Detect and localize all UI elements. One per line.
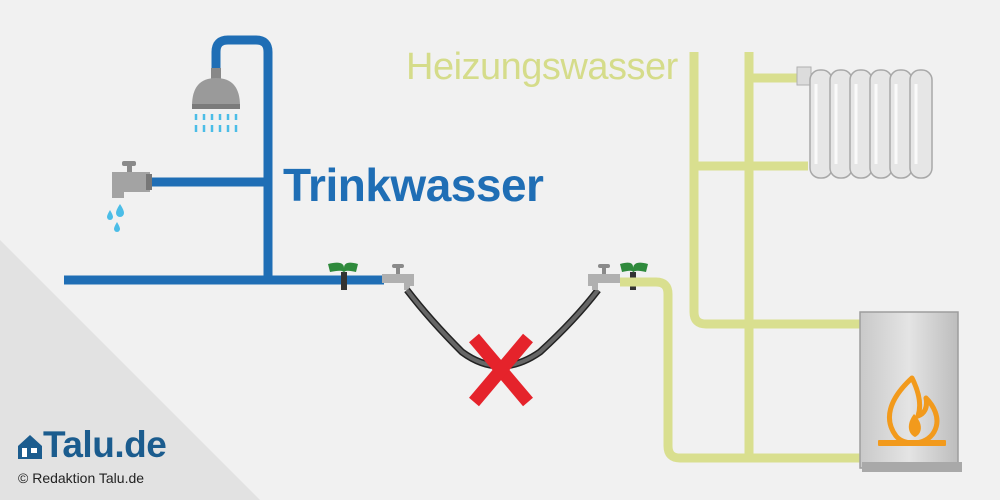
shower-riser-pipe: [211, 35, 273, 280]
heating-return-pipe: [689, 52, 862, 329]
drinking-tap-icon: [382, 264, 414, 290]
drinking-water-pipes: [64, 35, 384, 285]
drinking-water-label: Trinkwasser: [283, 159, 544, 211]
heating-feed-pipe: [620, 277, 862, 463]
house-logo-icon: [18, 435, 42, 459]
boiler-icon: [859, 311, 962, 472]
hose-outline: [404, 287, 601, 370]
flame-icon: [878, 375, 946, 446]
drinking-valve-icon: [328, 262, 358, 290]
heating-water-label: Heizungswasser: [406, 46, 678, 88]
logo-text: Talu.de: [43, 424, 167, 465]
background-shade: [0, 240, 260, 500]
copyright-credit: © Redaktion Talu.de: [18, 470, 145, 486]
heating-water-pipes: [620, 52, 862, 463]
cross-icon: [469, 333, 533, 407]
heating-tap-icon: [588, 264, 620, 290]
water-drops-icon: [107, 204, 124, 232]
shower-water-icon: [194, 114, 238, 132]
faucet-icon: [112, 161, 152, 198]
radiator-icon: [796, 66, 933, 179]
shower-icon: [192, 68, 240, 132]
